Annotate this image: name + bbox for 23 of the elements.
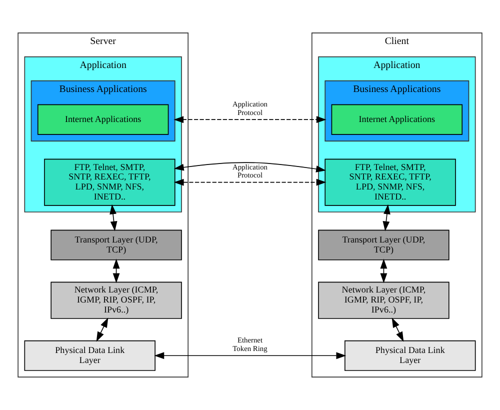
node-box: Transport Layer (UDP, TCP) xyxy=(318,230,450,260)
arrow xyxy=(112,258,120,284)
arrow xyxy=(174,178,326,186)
node-box: Network Layer (ICMP, IGMP, RIP, OSPF, IP, IPv6..) xyxy=(50,282,182,319)
edge-label: Application Protocol xyxy=(232,100,268,117)
arrow xyxy=(154,352,346,360)
arrow xyxy=(380,258,388,284)
arrow xyxy=(110,204,118,232)
node-box: FTP, Telnet, SMTP, SNTP, REXEC, TFTP, LPD, SNMP, NFS, INETD.. xyxy=(44,158,176,206)
node-box: Physical Data Link Layer xyxy=(344,340,476,371)
node-box: FTP, Telnet, SMTP, SNTP, REXEC, TFTP, LPD, SNMP, NFS, INETD.. xyxy=(324,158,456,206)
node-box: Internet Applications xyxy=(331,104,463,135)
edge-label: Application Protocol xyxy=(232,162,268,180)
edge-label: Ethernet Token Ring xyxy=(232,336,268,353)
arrow xyxy=(392,318,404,342)
node-box: Physical Data Link Layer xyxy=(24,340,156,371)
arrow xyxy=(382,204,390,232)
arrow xyxy=(96,318,108,342)
node-box: Transport Layer (UDP, TCP) xyxy=(50,230,182,260)
arrow xyxy=(174,116,326,124)
node-box: Network Layer (ICMP, IGMP, RIP, OSPF, IP, IPv6..) xyxy=(318,282,450,319)
arrow xyxy=(174,162,326,172)
node-box: Internet Applications xyxy=(37,104,169,135)
